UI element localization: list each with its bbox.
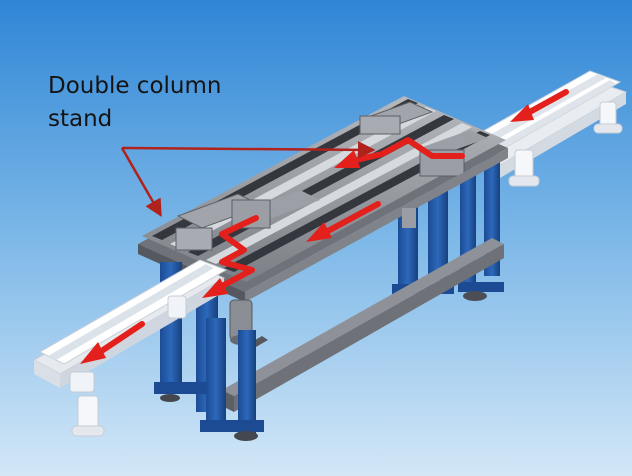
flow-arrow-icon <box>306 201 381 242</box>
label-line-2: stand <box>48 106 113 132</box>
callout-arrows <box>120 141 376 218</box>
flow-arrow-icon <box>510 89 569 122</box>
double-column-stand-label: Double column stand <box>48 70 268 136</box>
flow-arrow-icon <box>80 321 145 364</box>
white-conveyor-left <box>32 259 228 437</box>
callout-arrow-icon <box>120 147 162 218</box>
callout-arrow-icon <box>121 141 376 159</box>
flow-arrow-icon <box>202 215 259 298</box>
label-line-1: Double column <box>48 73 222 99</box>
flow-arrows <box>80 89 569 364</box>
